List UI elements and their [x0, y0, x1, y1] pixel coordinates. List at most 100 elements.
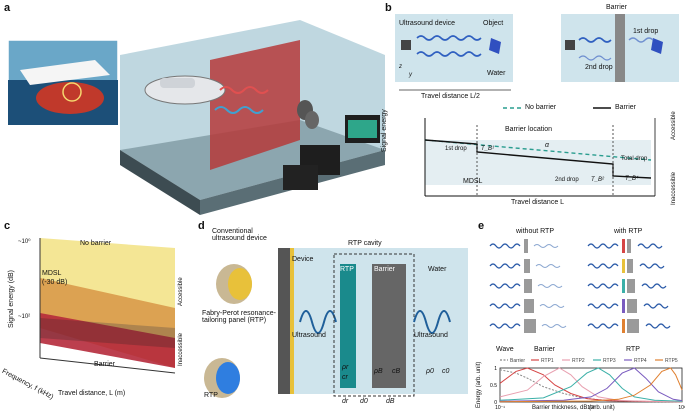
rtp-block: [622, 259, 625, 273]
barrier-block: [524, 239, 528, 253]
barrier-line: [424, 139, 652, 179]
barrier-block: [627, 239, 631, 253]
b-accessible: Accessible: [671, 111, 677, 140]
d-c-r: cr: [342, 374, 348, 381]
panel-d-diagram: [204, 248, 468, 398]
panel-e-label: e: [478, 220, 485, 232]
d-rho-b: ρB: [374, 368, 383, 375]
barrier-block: [627, 319, 639, 333]
barrier-wall: [210, 40, 300, 170]
c-xlabel: Travel distance, L (m): [58, 390, 126, 397]
y-tick-label: 0: [494, 400, 497, 406]
b-T4: T_B⁴: [625, 176, 639, 182]
d-rho-r: ρr: [342, 364, 349, 371]
b-xlabel: Travel distance L: [511, 199, 565, 206]
b-inaccessible: Inaccessible: [671, 171, 677, 205]
rtp-block: [622, 239, 625, 253]
b-object: Object: [483, 20, 504, 27]
barrier-block: [627, 299, 637, 313]
legend-label: RTP5: [665, 358, 678, 364]
d-c-b: cB: [392, 368, 401, 375]
e-xlabel: Barrier thickness, dB (arb. unit): [532, 405, 615, 411]
panel-b: b: [381, 0, 685, 215]
transmitted-wave: [643, 303, 669, 309]
transmitted-wave: [535, 264, 561, 268]
transmitted-wave: [639, 263, 665, 269]
c-accessible: Accessible: [178, 277, 184, 306]
panel-e-wave-grid: [489, 239, 671, 333]
e-without-rtp: without RTP: [516, 228, 554, 235]
rtp-block: [622, 319, 625, 333]
incident-wave: [489, 283, 521, 289]
d-water: Water: [428, 266, 447, 273]
panel-c-label: c: [4, 220, 11, 232]
b-T2: T_B²: [591, 177, 605, 183]
b-ultrasound-device: Ultrasound device: [399, 20, 456, 27]
b-axis-y: y: [409, 72, 412, 78]
e-wave: Wave: [496, 346, 514, 353]
panel-d-label: d: [198, 220, 205, 232]
c-barrier: Barrier: [94, 361, 116, 368]
y-tick-label: 1: [494, 366, 497, 372]
plot-frame: [499, 367, 683, 403]
b-drop1: 1st drop: [445, 146, 467, 152]
rtp-block: [622, 279, 625, 293]
transmitted-wave: [645, 323, 671, 329]
barrier-layer: [372, 264, 406, 388]
b-barrier-location: Barrier location: [505, 126, 553, 133]
d-rho-0: ρ0: [426, 368, 434, 375]
d-conventional: Conventional ultrasound device: [212, 228, 267, 242]
monitor-3: [283, 165, 318, 190]
panel-c-surface: [39, 238, 176, 374]
d-barrier-layer: Barrier: [374, 266, 396, 273]
rtp-block: [622, 299, 625, 313]
incident-wave: [587, 323, 619, 329]
b-second-drop: 2nd drop: [585, 64, 613, 71]
x-tick-label: 10⁰: [587, 405, 595, 411]
b-T1: T_B¹: [481, 146, 495, 152]
c-inaccessible: Inaccessible: [178, 332, 184, 366]
object-icon: [489, 38, 501, 54]
x-tick-label: 10¹: [678, 405, 685, 411]
incident-wave: [587, 283, 619, 289]
panel-a-label: a: [4, 2, 11, 14]
b-water: Water: [487, 70, 506, 77]
c-ylabel: Signal energy (dB): [8, 270, 15, 328]
transmitted-wave: [641, 283, 667, 289]
d-rtp-layer: RTP: [340, 266, 354, 273]
c-mdsl-db: (-30 dB): [42, 279, 68, 286]
b-mdsl: MDSL: [463, 178, 483, 185]
barrier-block: [524, 299, 534, 313]
legend-label: Barrier: [510, 358, 525, 364]
x-tick-label: 10⁻¹: [495, 405, 505, 411]
incident-wave: [489, 303, 521, 309]
panel-b-label: b: [385, 2, 392, 14]
panel-a: a: [0, 0, 385, 215]
series-line-barrier: [499, 369, 683, 403]
barrier-block: [524, 259, 530, 273]
barrier-block: [524, 319, 536, 333]
barrier-block: [627, 279, 635, 293]
e-barrier: Barrier: [534, 346, 556, 353]
incident-wave: [587, 243, 619, 249]
barrier-block: [524, 279, 532, 293]
series-line-rtp5: [499, 367, 683, 403]
d-c-0: c0: [442, 368, 450, 375]
device-icon: [401, 40, 411, 50]
b-first-drop: 1st drop: [633, 28, 659, 35]
legend-label: RTP3: [603, 358, 616, 364]
panel-b-diagram: [395, 14, 679, 197]
b-axis-z: z: [399, 64, 402, 70]
y-tick-label: 0.5: [490, 383, 497, 389]
d-d-0: d0: [360, 398, 368, 405]
b-ylabel: Signal energy: [381, 109, 388, 152]
d-rtp-cavity: RTP cavity: [348, 240, 382, 247]
legend-label: RTP1: [541, 358, 554, 364]
panel-c: c Signal energy (dB) ~10⁰ ~10² No barrie…: [0, 218, 190, 414]
d-d-b: dB: [386, 398, 395, 405]
c-mdsl: MDSL: [42, 270, 62, 277]
incident-wave: [489, 243, 521, 249]
b-alpha: α: [545, 142, 549, 149]
series-line-rtp1: [499, 367, 683, 403]
